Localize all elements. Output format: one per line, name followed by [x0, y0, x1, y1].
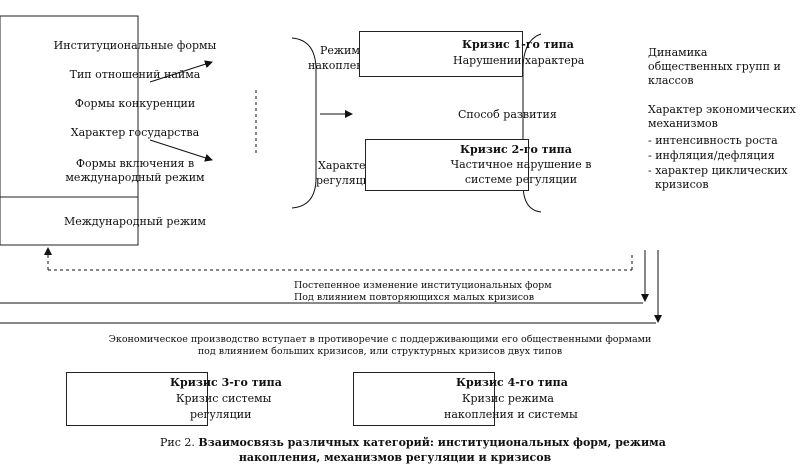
left-item-2: Тип отношений найма	[69, 68, 201, 81]
contradiction-line2: под влиянием больших кризисов, или струк…	[197, 346, 563, 357]
feedback-line1: Постепенное изменение институциональных …	[294, 280, 552, 291]
left-item-3: Формы конкуренции	[74, 97, 196, 110]
feedback-line2: Под влиянием повторяющихся малых кризисо…	[294, 292, 535, 303]
crisis-3-box	[66, 372, 208, 426]
bullet-growth: - интенсивность роста	[648, 134, 778, 147]
crisis-1-box	[359, 31, 523, 77]
bullet-cyclical-cont: кризисов	[648, 178, 709, 191]
crisis-1-text: Нарушении характера	[453, 54, 585, 67]
crisis-2-line2: системе регуляции	[464, 173, 578, 186]
left-item-5: Формы включения в	[75, 157, 195, 170]
regulation-label-line1: Характе	[318, 159, 366, 172]
arrow-to-regulation	[149, 139, 213, 162]
crisis-1-title: Кризис 1-го типа	[462, 38, 574, 51]
mechanisms-line1: Характер экономических	[648, 103, 796, 116]
left-brace	[291, 37, 317, 209]
crisis-3-line1: Кризис системы	[176, 392, 272, 405]
crisis-4-title: Кризис 4-го типа	[456, 376, 568, 389]
crisis-2-line1: Частичное нарушение в	[450, 158, 592, 171]
arrow-to-regime	[149, 60, 213, 83]
dynamics-line3: классов	[648, 74, 694, 87]
dynamics-line2: общественных групп и	[648, 60, 781, 73]
regime-label-line1: Режим	[320, 44, 360, 57]
figure-caption-line2: накопления, механизмов регуляции и кризи…	[238, 451, 552, 464]
left-item-1: Институциональные формы	[53, 39, 217, 52]
crisis-3-title: Кризис 3-го типа	[170, 376, 282, 389]
right-brace	[522, 33, 542, 213]
crisis-4-box	[353, 372, 495, 426]
bullet-inflation: - инфляция/дефляция	[648, 149, 775, 162]
mechanisms-line2: механизмов	[648, 117, 718, 130]
figure-caption-line1: Рис 2. Взаимосвязь различных категорий: …	[160, 436, 666, 449]
crisis-4-line1: Кризис режима	[462, 392, 554, 405]
figure-caption-prefix: Рис 2.	[160, 436, 199, 449]
figure-caption-title: Взаимосвязь различных категорий: институ…	[198, 436, 666, 449]
crisis-4-line2: накопления и системы	[444, 408, 578, 421]
regulation-label-line2: регуляци	[316, 174, 371, 187]
crisis-3-line2: регуляции	[190, 408, 252, 421]
regime-label-line2: накоплен	[308, 59, 364, 72]
crisis-2-title: Кризис 2-го типа	[460, 143, 572, 156]
development-path-label: Способ развития	[458, 108, 557, 121]
international-regime-label: Международный режим	[64, 215, 206, 228]
institutional-forms-frame	[0, 15, 139, 246]
dynamics-line1: Динамика	[648, 46, 708, 59]
left-item-4: Характер государства	[70, 126, 200, 139]
crisis-2-box	[365, 139, 529, 191]
left-item-6: международный режим	[65, 171, 205, 184]
bullet-cyclical: - характер циклических	[648, 164, 788, 177]
contradiction-line1: Экономическое производство вступает в пр…	[108, 334, 652, 345]
